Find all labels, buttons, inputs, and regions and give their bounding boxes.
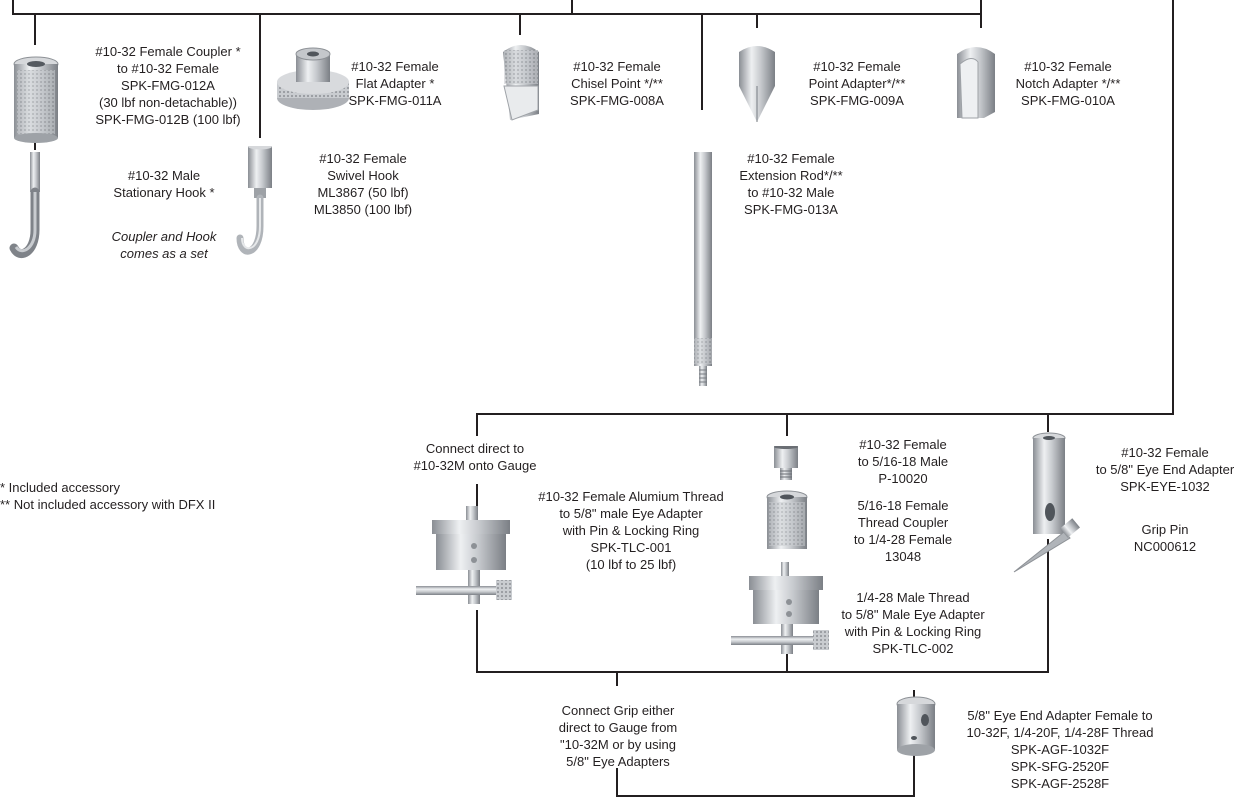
legend: * Included accessory ** Not included acc… — [0, 479, 300, 513]
extension-rod-image — [694, 152, 712, 386]
female-coupler-image — [13, 56, 59, 143]
tlc-002-image — [731, 562, 829, 654]
coupler-label: #10-32 Female Coupler *to #10-32 Female … — [95, 44, 241, 127]
p-10020-image — [774, 446, 798, 480]
grip-pin-image — [1013, 518, 1080, 573]
legend-not-included: ** Not included accessory with DFX II — [0, 497, 216, 512]
coupler-13048-image — [766, 490, 808, 549]
flat-adapter-image — [277, 47, 349, 110]
chisel-point-image — [503, 45, 539, 121]
stationary-hook-image — [9, 152, 40, 258]
point-adapter-image — [739, 46, 775, 122]
eye-end-female-image — [896, 696, 936, 756]
connect-direct-label: Connect direct to#10-32M onto Gauge — [413, 441, 537, 473]
swivel-hook-image — [236, 146, 272, 255]
legend-included: * Included accessory — [0, 480, 120, 495]
eye-1032-image — [1032, 432, 1066, 534]
tlc-001-image — [416, 506, 512, 604]
notch-adapter-image — [957, 47, 995, 119]
